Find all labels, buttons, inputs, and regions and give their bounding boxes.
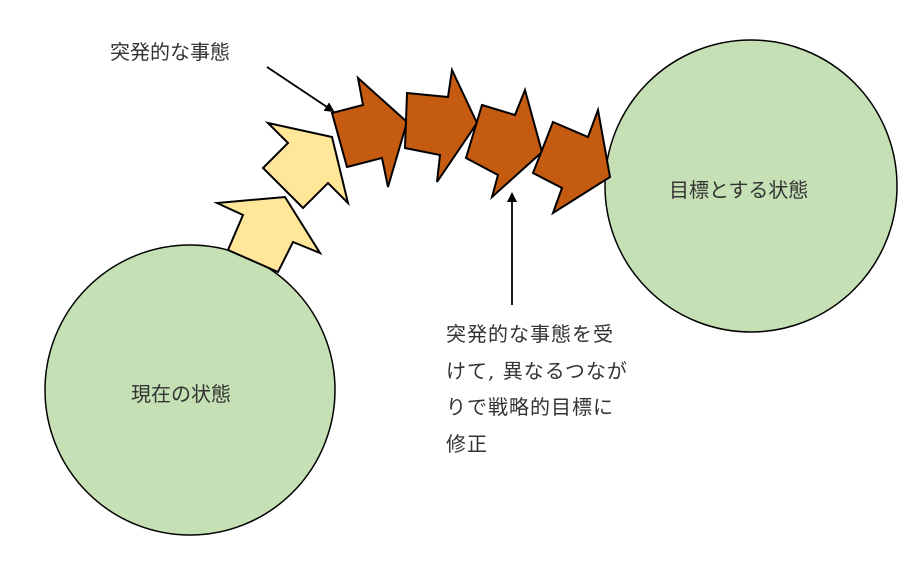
- strategy-adjustment-note: 突発的な事態を受 けて, 異なるつなが りで戦略的目標に 修正: [446, 316, 628, 462]
- target-state-label: 目標とする状態: [669, 178, 809, 202]
- target-state-circle: [604, 39, 898, 333]
- early-step-arrow-2: [261, 121, 350, 210]
- early-step-arrow-1: [213, 195, 323, 274]
- adjusted-step-arrow-4: [531, 106, 612, 216]
- note-line: 修正: [446, 431, 488, 456]
- adjusted-step-arrow-3: [464, 86, 544, 201]
- adjusted-step-arrow-1: [330, 75, 409, 188]
- sudden-event-pointer-arrow: [266, 66, 335, 113]
- note-line: けて, 異なるつなが: [446, 358, 628, 383]
- note-line: 突発的な事態を受: [446, 322, 614, 346]
- sudden-event-label: 突発的な事態: [110, 40, 230, 64]
- adjusted-step-arrow-2: [403, 66, 479, 183]
- current-state-label: 現在の状態: [131, 382, 231, 406]
- current-state-circle: [44, 244, 336, 536]
- note-line: りで戦略的目標に: [446, 395, 614, 419]
